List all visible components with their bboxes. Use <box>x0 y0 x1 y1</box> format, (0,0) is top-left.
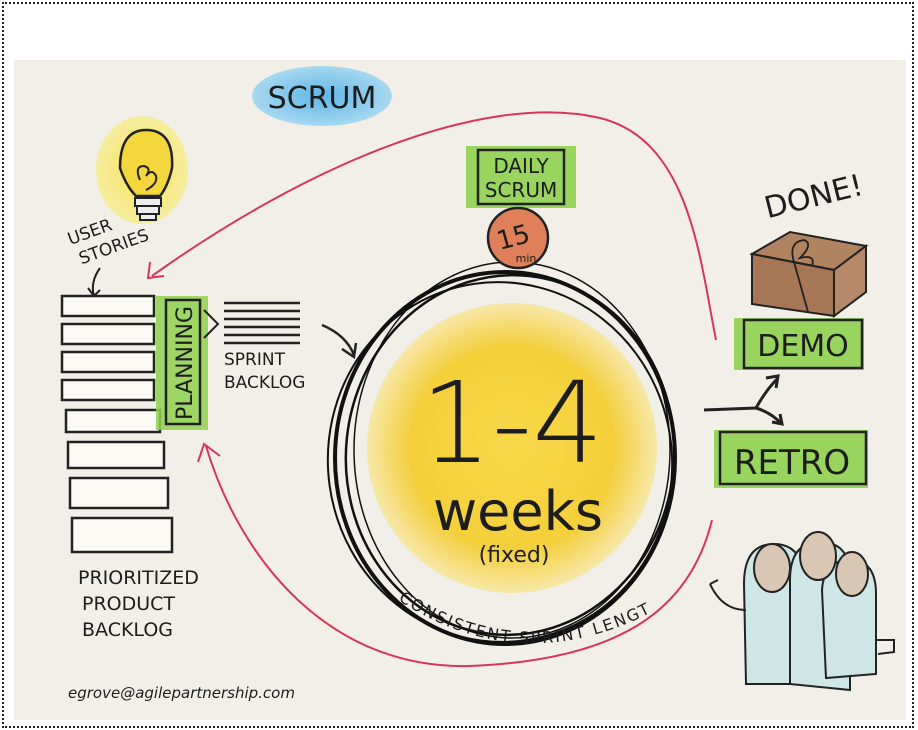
daily-scrum-wash <box>466 146 576 208</box>
feedback-loop-bottom <box>205 445 713 668</box>
backlog-to-sprint-arrow <box>321 323 358 360</box>
retro-box <box>718 430 868 486</box>
demo-box <box>742 318 864 370</box>
sprint-duration: 1-4 <box>421 359 604 489</box>
sprint-backlog-lines <box>224 301 300 345</box>
package-icon <box>749 230 869 318</box>
team-icon <box>709 531 895 692</box>
sprint-wash <box>367 303 657 593</box>
user-stories-arrow <box>87 267 101 298</box>
feedback-loop-bottom-head <box>197 442 221 463</box>
product-backlog-line3: BACKLOG <box>82 619 173 641</box>
planning-to-sprint-backlog <box>203 309 220 339</box>
demo-wash <box>734 318 864 370</box>
done-label: DONE! <box>761 168 867 226</box>
sprint-backlog-line1: SPRINT <box>224 350 286 370</box>
sprint-backlog-line2: BACKLOG <box>224 373 305 393</box>
title-wash <box>252 66 392 126</box>
product-backlog-line2: PRODUCT <box>82 593 175 615</box>
daily-scrum-line1: DAILY <box>493 154 549 178</box>
feedback-loop-top-head <box>146 261 165 280</box>
planning-label: PLANNING <box>173 306 198 420</box>
diagram-title: SCRUM <box>268 81 377 116</box>
product-backlog-line1: PRIORITIZED <box>78 567 199 589</box>
sprint-unit: weeks <box>433 480 603 543</box>
lightbulb-icon <box>96 116 188 224</box>
daily-scrum-line2: SCRUM <box>485 178 557 202</box>
timebox-coin <box>486 206 550 270</box>
planning-box <box>164 298 202 426</box>
demo-label: DEMO <box>757 329 849 364</box>
daily-scrum-box <box>476 148 566 206</box>
product-backlog-stack <box>60 294 174 554</box>
sprint-output-arrow <box>703 374 784 426</box>
retro-label: RETRO <box>734 443 850 483</box>
retro-wash <box>714 430 868 488</box>
feedback-loop-top <box>151 111 717 341</box>
timebox-unit: min <box>516 252 537 265</box>
author-email: egrove@agilepartnership.com <box>68 684 295 702</box>
sprint-fixed-note: (fixed) <box>479 543 550 568</box>
